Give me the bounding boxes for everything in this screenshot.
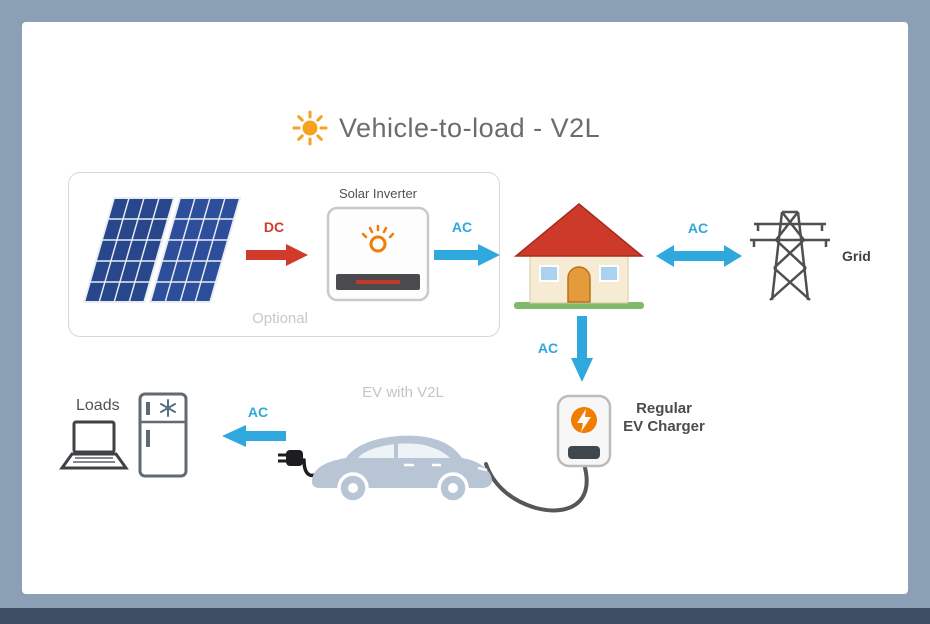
charger-label: Regular EV Charger <box>608 400 720 436</box>
grid-tower-icon <box>750 210 830 301</box>
frame-bottom-bar <box>0 608 930 624</box>
charger-label-line1: Regular <box>636 400 692 417</box>
ac-label-inverter-house: AC <box>451 219 473 235</box>
ac-arrow-inverter-house-icon <box>434 244 500 266</box>
charger-label-line2: EV Charger <box>623 418 705 435</box>
ac-left-arrow-icon <box>222 425 286 447</box>
ev-label: EV with V2L <box>362 384 444 401</box>
house-icon <box>513 203 645 309</box>
ev-car-icon <box>312 435 492 504</box>
solar-panels-icon <box>82 197 242 303</box>
fridge-icon <box>138 392 188 478</box>
optional-group-box <box>68 172 500 337</box>
ac-down-arrow-icon <box>571 316 593 382</box>
optional-label: Optional <box>252 310 308 327</box>
diagram-canvas <box>22 22 908 594</box>
ac-double-arrow-icon <box>656 245 742 267</box>
solar-inverter-label: Solar Inverter <box>338 186 418 201</box>
ac-label-house-grid: AC <box>687 220 709 236</box>
loads-label: Loads <box>76 397 120 414</box>
grid-label: Grid <box>842 248 871 264</box>
title-text: Vehicle-to-load - V2L <box>339 112 601 143</box>
snowflake-icon <box>160 399 176 417</box>
dc-label: DC <box>263 219 285 235</box>
diagram-title: Vehicle-to-load - V2L <box>292 110 600 146</box>
solar-inverter-icon <box>326 206 430 302</box>
laptop-icon <box>59 420 129 470</box>
dc-arrow-icon <box>246 244 308 266</box>
plug-icon <box>278 450 303 466</box>
sun-icon <box>292 110 328 146</box>
ac-label-ev-loads: AC <box>247 404 269 420</box>
ev-charger-icon <box>556 394 612 468</box>
ac-label-house-charger: AC <box>537 340 559 356</box>
